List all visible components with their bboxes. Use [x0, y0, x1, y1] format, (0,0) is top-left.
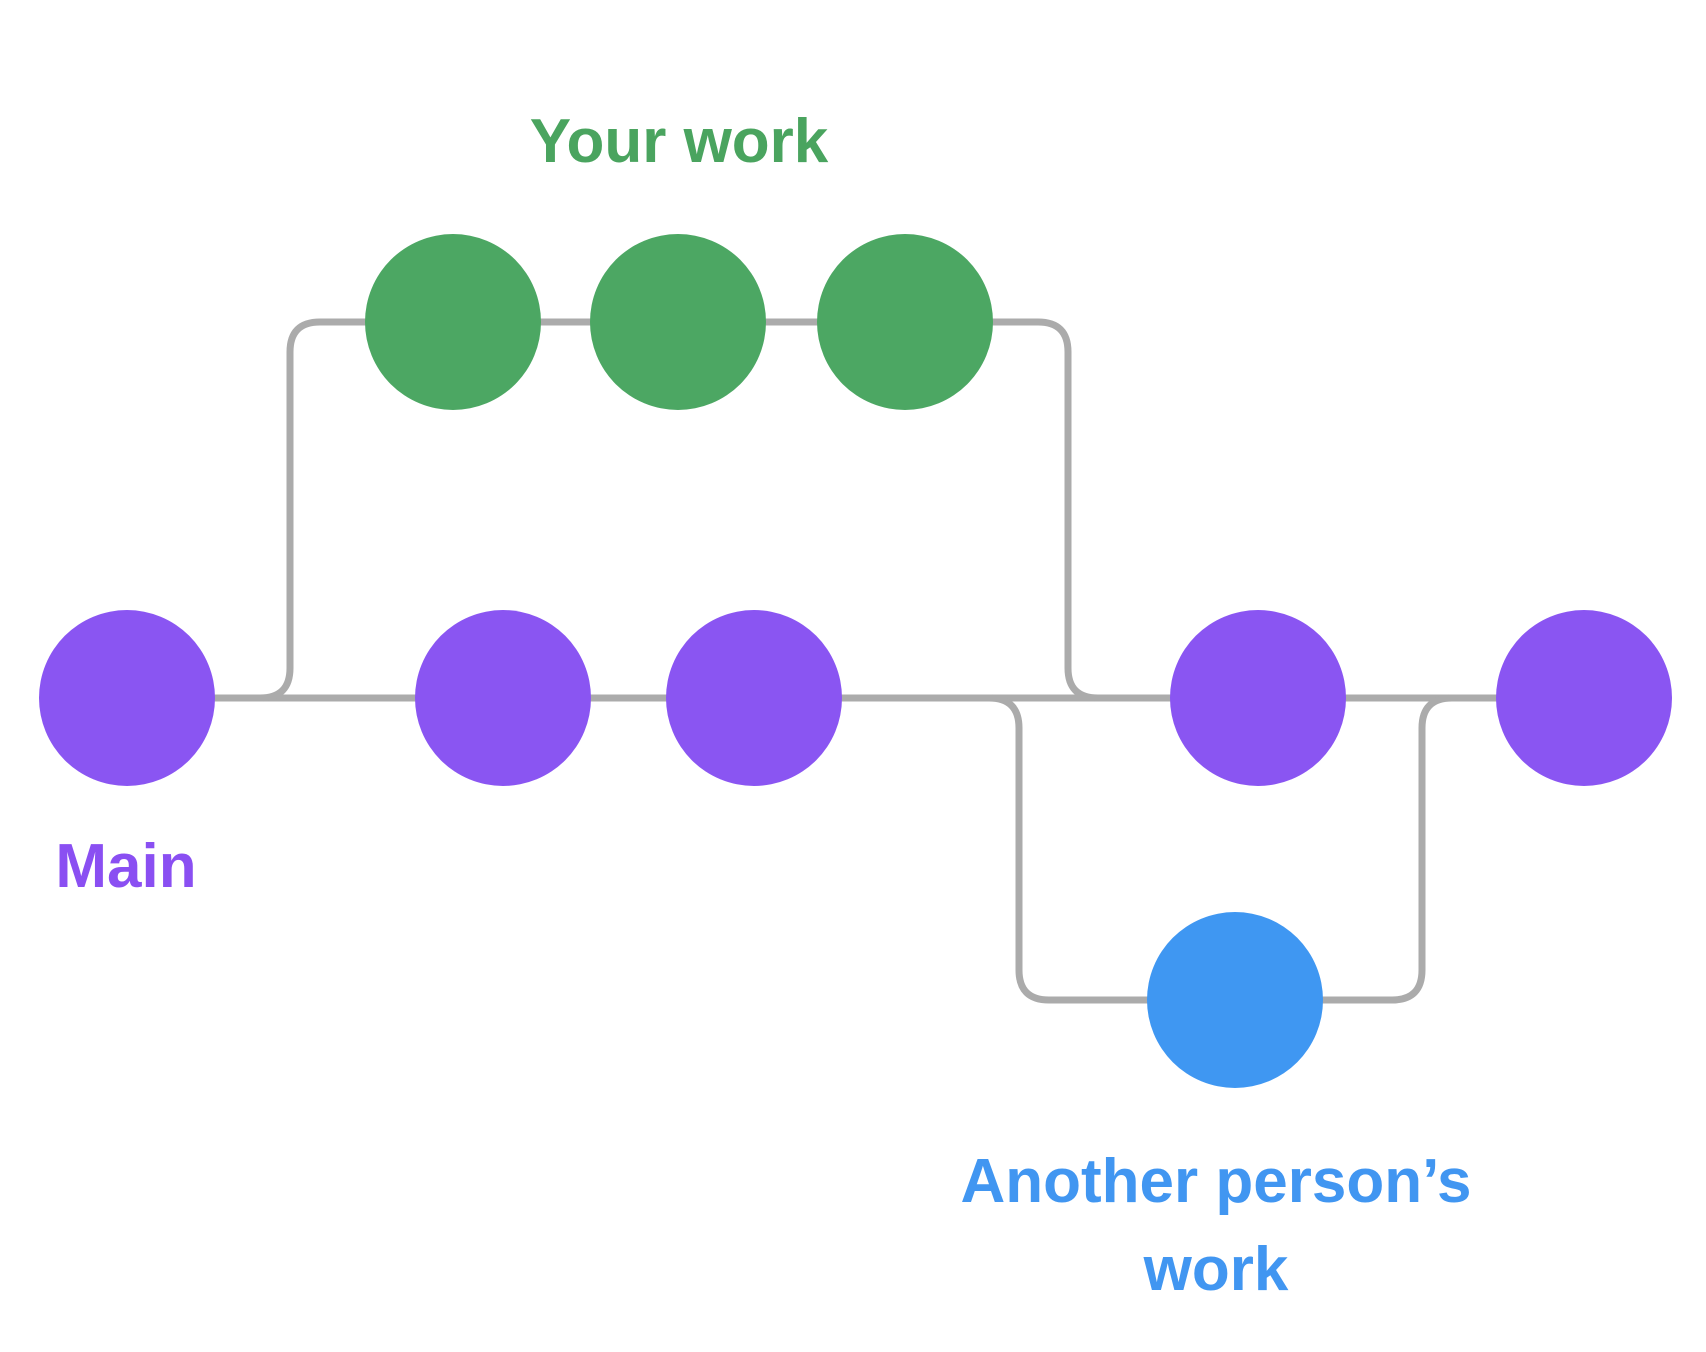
another-work-label-line1: Another person’s [961, 1147, 1472, 1216]
your-work-label: Your work [530, 107, 829, 176]
your-work-commit-1 [365, 234, 541, 410]
main-commit-4 [1170, 610, 1346, 786]
main-label: Main [55, 832, 196, 901]
your-work-commit-2 [590, 234, 766, 410]
your-work-commit-3 [817, 234, 993, 410]
main-commit-5 [1496, 610, 1672, 786]
main-commit-1 [39, 610, 215, 786]
main-commit-2 [415, 610, 591, 786]
main-commit-3 [666, 610, 842, 786]
another-work-label-line2: work [1143, 1235, 1289, 1304]
another-work-commit-1 [1147, 912, 1323, 1088]
